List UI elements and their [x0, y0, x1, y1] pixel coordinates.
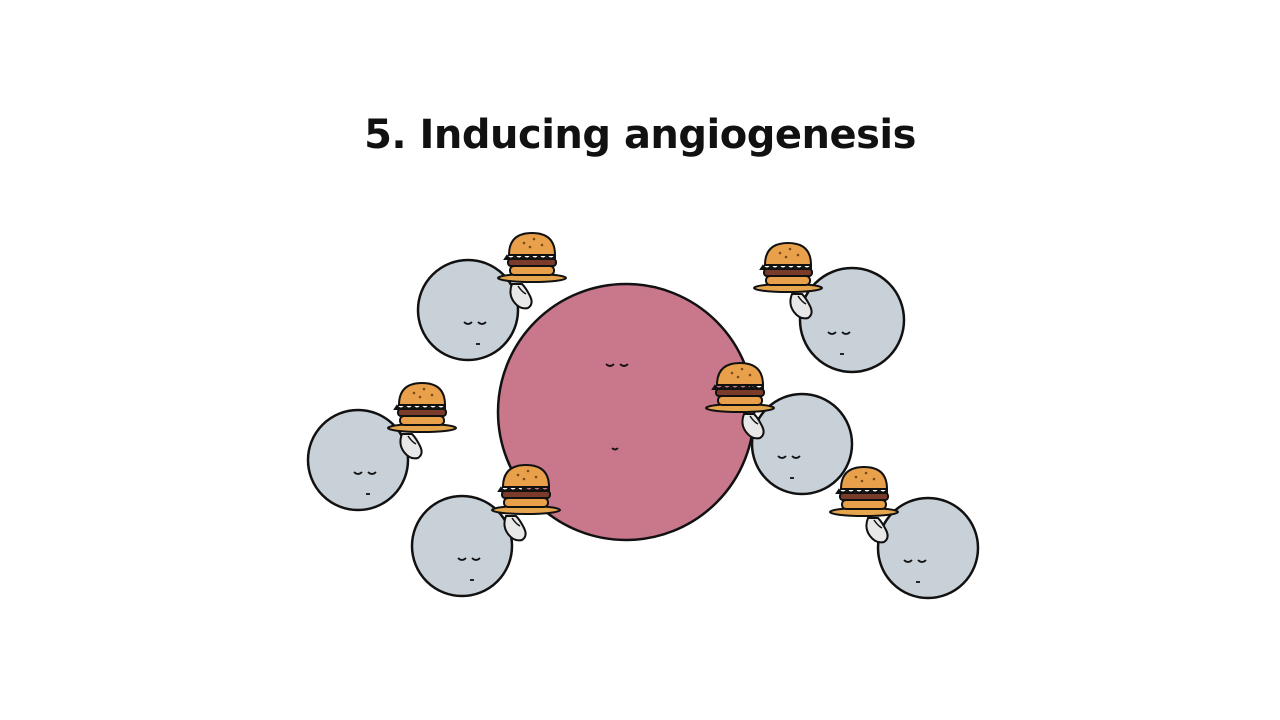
normal-cell-icon — [876, 496, 980, 600]
normal-cell-icon — [306, 408, 410, 512]
normal-cell-icon — [798, 266, 906, 374]
slide-title: 5. Inducing angiogenesis — [364, 112, 916, 158]
normal-cell-icon — [410, 494, 514, 598]
normal-cell-icon — [416, 258, 520, 362]
normal-cell-icon — [750, 392, 854, 496]
